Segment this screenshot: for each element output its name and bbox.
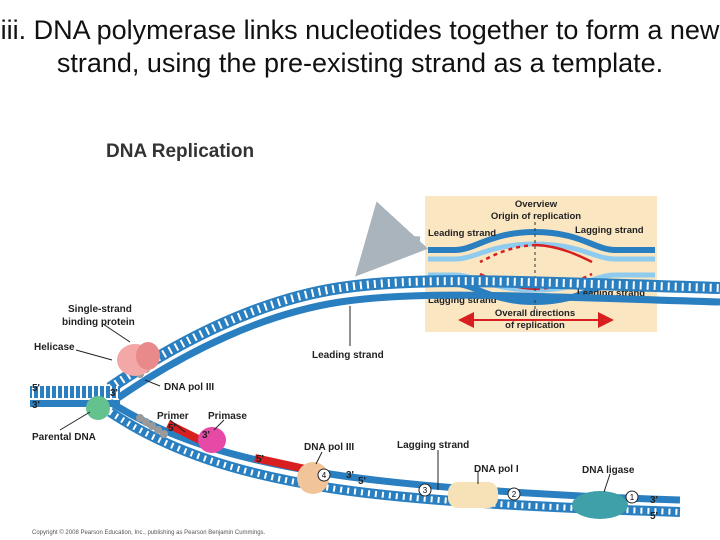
helicase-label: Helicase [34, 342, 75, 353]
dna-ligase-label: DNA ligase [582, 465, 635, 476]
step-1: 1 [630, 493, 635, 502]
overview-leading-strand-bottom: Leading strand [577, 288, 645, 299]
zoom-arrow [355, 201, 429, 277]
overall-directions-label-2: of replication [505, 320, 565, 331]
leading-template-strand [106, 275, 720, 401]
sliding-clamp [86, 396, 110, 420]
overview-lagging-strand-bottom: Lagging strand [428, 295, 497, 306]
end-label-primer-5: 5' [168, 423, 176, 434]
end-label-left-5: 5' [32, 383, 40, 394]
step-2: 2 [512, 490, 517, 499]
end-label-primase-3: 3' [202, 430, 210, 441]
primer-rna [166, 420, 202, 444]
step-4: 4 [322, 471, 327, 480]
overview-background [425, 196, 657, 332]
leading-strand-label: Leading strand [312, 350, 384, 361]
step-markers: 1 2 3 4 [317, 468, 639, 504]
overall-directions-label-1: Overall directions [495, 308, 575, 319]
dna-pol-i-protein [448, 482, 498, 508]
slide-title: iii. DNA polymerase links nucleotides to… [0, 15, 720, 78]
overview-title: Overview [515, 199, 558, 210]
origin-of-replication-label: Origin of replication [491, 211, 581, 222]
overview-lagging-strand-top: Lagging strand [575, 225, 644, 236]
single-strand-binding-protein-label-2: binding protein [62, 317, 135, 328]
copyright-notice: Copyright © 2008 Pearson Education, Inc.… [32, 529, 266, 536]
primase-protein [198, 427, 226, 453]
end-label-left-3: 3' [32, 400, 40, 411]
parental-dna [30, 386, 120, 407]
end-label-pol-5: 5' [358, 476, 366, 487]
dna-pol-iii-top-label: DNA pol III [164, 382, 214, 393]
overview-inset: Overview Origin of replication Leading s… [425, 196, 657, 332]
end-label-fragment-5: 5' [256, 454, 264, 465]
parental-dna-label: Parental DNA [32, 432, 96, 443]
step-3: 3 [423, 486, 428, 495]
end-label-pol-3: 3' [346, 470, 354, 481]
lagging-strand-label: Lagging strand [397, 440, 469, 451]
dna-pol-i-label: DNA pol I [474, 464, 519, 475]
end-label-right-3: 3' [650, 495, 658, 506]
single-strand-binding-protein-label-1: Single-strand [68, 304, 132, 315]
dna-ligase-protein [572, 491, 628, 519]
diagram-heading: DNA Replication [106, 141, 255, 162]
primase-label: Primase [208, 411, 247, 422]
end-label-right-5: 5' [650, 511, 658, 522]
overview-leading-strand-top: Leading strand [428, 228, 496, 239]
primer-label: Primer [157, 411, 189, 422]
end-label-mid-3: 3' [110, 388, 118, 399]
dna-pol-iii-bottom-label: DNA pol III [304, 442, 354, 453]
helicase-protein [117, 342, 160, 376]
